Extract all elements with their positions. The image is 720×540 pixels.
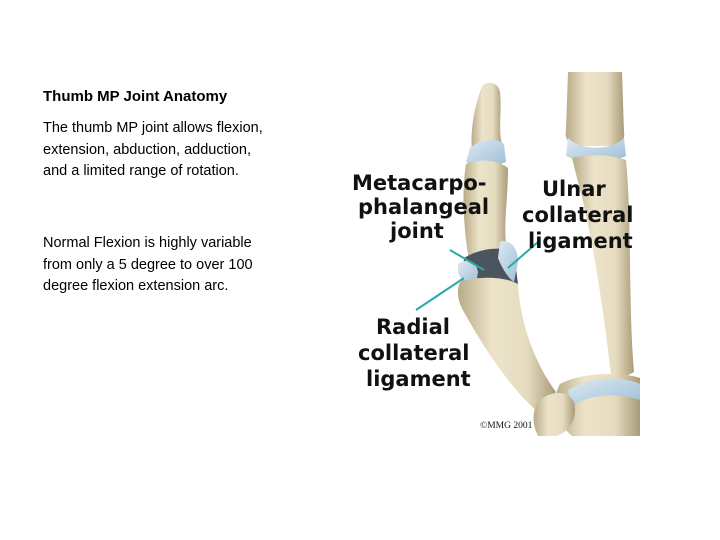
ulnar-leader-line: [507, 241, 539, 269]
index-distal-bone: [565, 72, 625, 146]
index-proximal-bone: [572, 155, 634, 384]
thumb-proximal-phalanx: [463, 160, 508, 268]
label-ulnar-line1: Ulnar: [542, 177, 606, 201]
thumb-distal-phalanx: [471, 82, 502, 152]
ulnar-collateral-ligament-shape: [498, 240, 518, 282]
label-ulnar-line3: ligament: [528, 229, 633, 253]
radial-leader-line: [415, 277, 465, 311]
copyright-text: ©MMG 2001: [480, 420, 533, 431]
index-joint-ligament: [566, 138, 626, 162]
paragraph-flexion: Normal Flexion is highly variable from o…: [43, 235, 253, 294]
thumb-ip-ligament: [466, 139, 506, 167]
mp-joint-leader-line: [449, 249, 485, 271]
label-radial-line1: Radial: [376, 315, 450, 339]
label-radial-line2: collateral: [358, 341, 469, 365]
carpal-ligament: [568, 378, 640, 406]
label-mp-joint-line3: joint: [389, 219, 444, 243]
thumb-mp-joint-illustration: Metacarpo- phalangeal joint Ulnar collat…: [342, 72, 640, 436]
anatomy-svg: Metacarpo- phalangeal joint Ulnar collat…: [352, 72, 640, 436]
slide-title: Thumb MP Joint Anatomy: [43, 88, 228, 105]
label-mp-joint-line2: phalangeal: [358, 195, 489, 219]
label-mp-joint-line1: Metacarpo-: [352, 171, 487, 195]
thumb-metacarpal: [457, 277, 556, 412]
cmc-bone: [533, 393, 576, 436]
paragraph-motion: The thumb MP joint allows flexion, exten…: [43, 120, 263, 179]
label-radial-line3: ligament: [366, 367, 471, 391]
label-ulnar-line2: collateral: [522, 203, 633, 227]
